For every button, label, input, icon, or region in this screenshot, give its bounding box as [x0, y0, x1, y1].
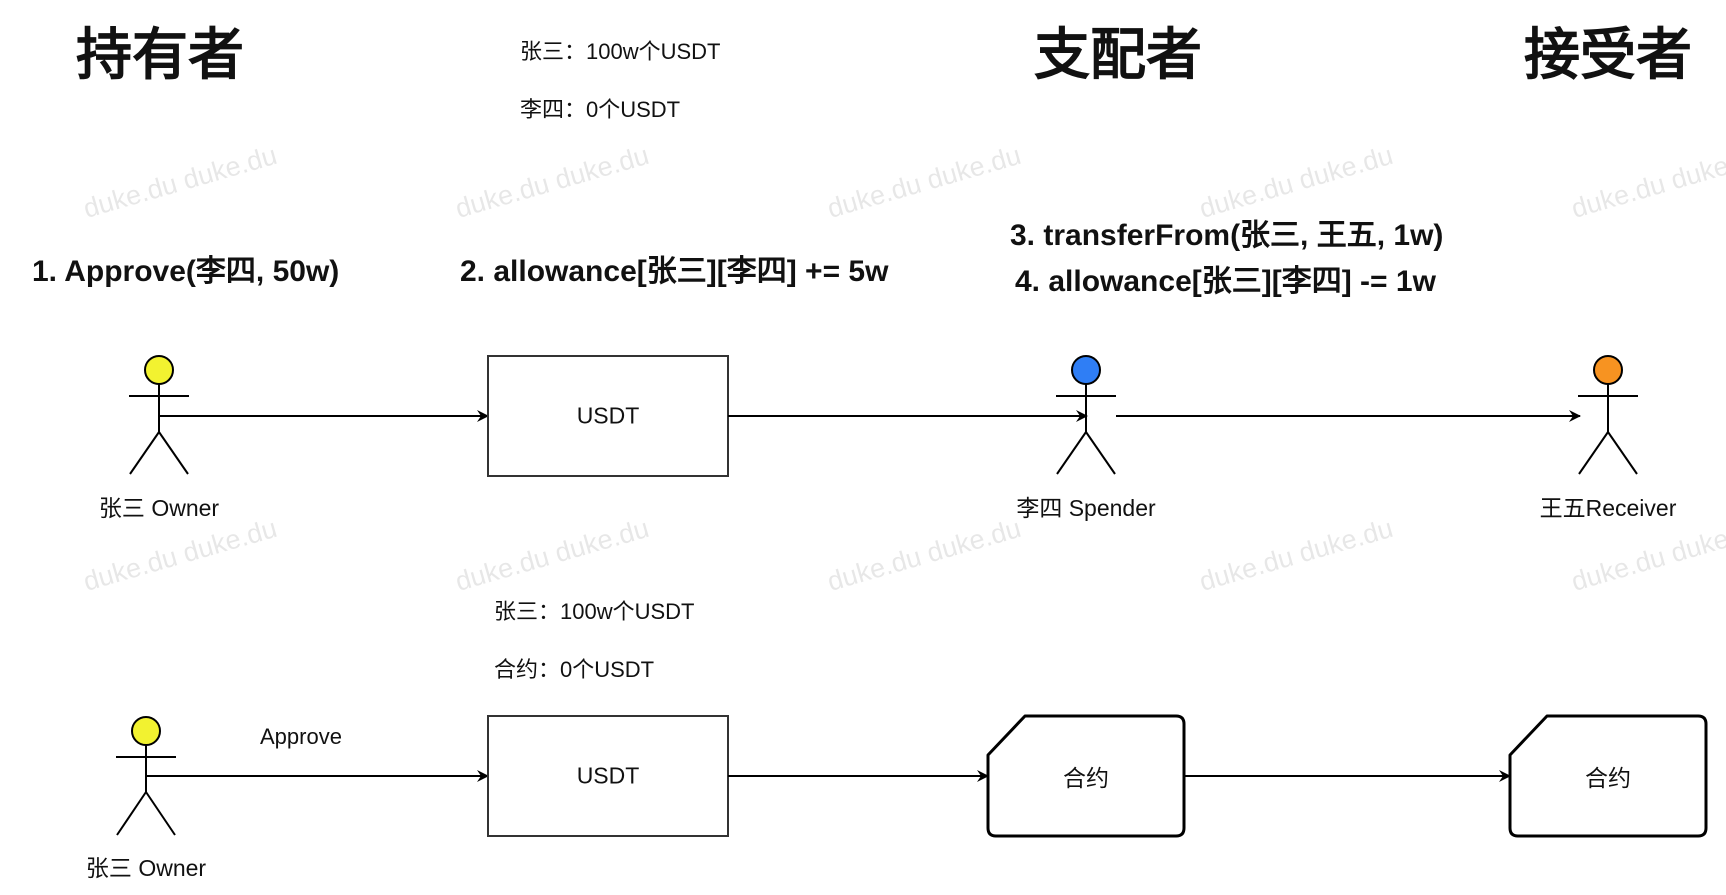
balance-bottom-line2: 合约：0个USDT — [494, 657, 655, 682]
receiver-actor — [1578, 355, 1638, 475]
balance-top-line2: 李四：0个USDT — [520, 97, 681, 122]
contract-card-1-label: 合约 — [1063, 765, 1109, 791]
owner-head — [144, 355, 174, 385]
usdt-box-bottom-label: USDT — [576, 762, 640, 789]
step-allowance-add: 2. allowance[张三][李四] += 5w — [460, 255, 889, 288]
step-approve: 1. Approve(李四, 50w) — [32, 255, 340, 288]
receiver-label: 王五Receiver — [1539, 495, 1677, 521]
heading-controller: 支配者 — [1034, 23, 1202, 88]
owner-actor-bottom — [116, 716, 176, 836]
contract-card-2-label: 合约 — [1585, 765, 1631, 791]
approve-label: Approve — [260, 724, 342, 749]
spender-actor — [1056, 355, 1116, 475]
usdt-box-bottom — [487, 715, 729, 837]
heading-holder: 持有者 — [76, 23, 244, 88]
usdt-box-top-label: USDT — [576, 402, 640, 429]
step-transfer-from: 3. transferFrom(张三, 王五, 1w) — [1010, 219, 1444, 252]
step-allowance-sub: 4. allowance[张三][李四] -= 1w — [1015, 265, 1436, 298]
balance-bottom-line1: 张三：100w个USDT — [494, 599, 695, 624]
contract-card-1 — [986, 714, 1186, 838]
spender-head — [1071, 355, 1101, 385]
owner-label: 张三 Owner — [98, 495, 220, 521]
usdt-box-top — [487, 355, 729, 477]
balance-top-line1: 张三：100w个USDT — [520, 39, 721, 64]
owner-actor — [129, 355, 189, 475]
spender-label: 李四 Spender — [1016, 495, 1156, 521]
contract-card-2 — [1508, 714, 1708, 838]
heading-receiver: 接受者 — [1524, 23, 1692, 88]
receiver-head — [1593, 355, 1623, 385]
owner-head-bottom — [131, 716, 161, 746]
owner-label-bottom: 张三 Owner — [85, 855, 207, 881]
